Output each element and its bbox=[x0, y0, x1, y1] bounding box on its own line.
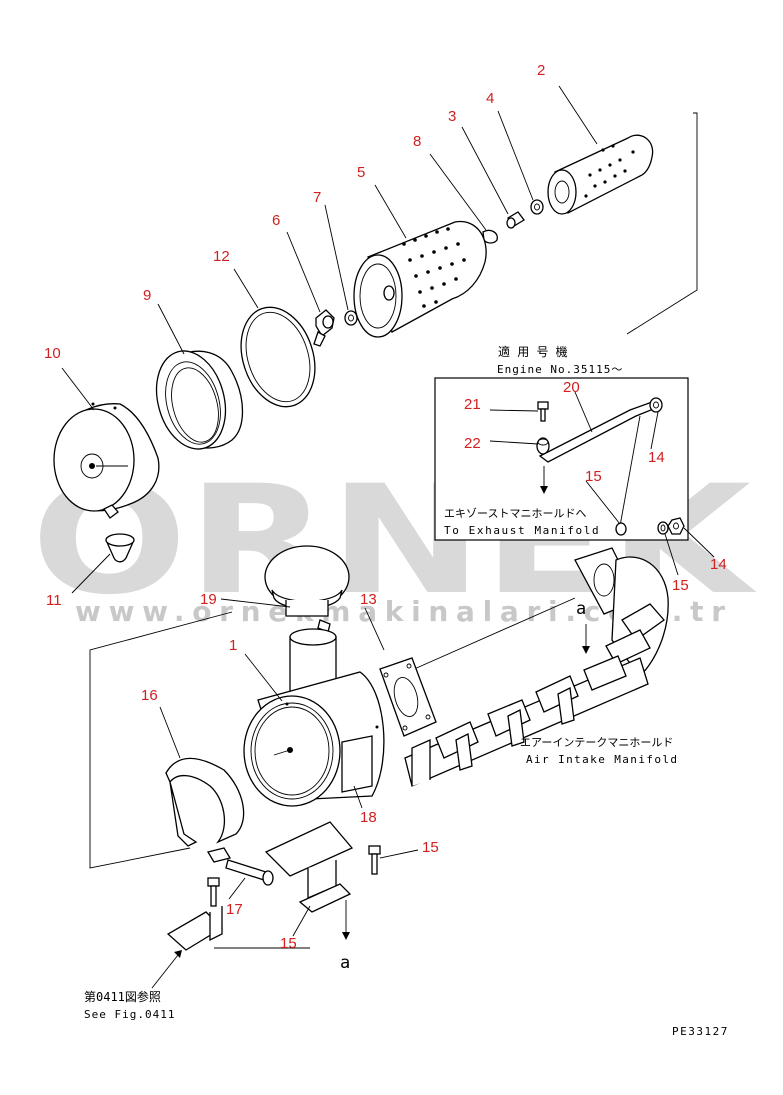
part-7-washer bbox=[344, 310, 358, 326]
figure-code: PE33127 bbox=[672, 1025, 729, 1038]
to-exhaust-manifold-en: To Exhaust Manifold bbox=[444, 524, 600, 537]
see-figure-jp: 第0411図参照 bbox=[84, 989, 161, 1004]
part-14-nut-box bbox=[649, 397, 663, 413]
callout-12: 12 bbox=[213, 248, 230, 265]
callout-6: 6 bbox=[272, 212, 280, 229]
see-figure-en: See Fig.0411 bbox=[84, 1008, 175, 1021]
callout-13: 13 bbox=[360, 591, 377, 608]
callout-21: 19 bbox=[200, 591, 217, 608]
part-18-band bbox=[165, 757, 245, 863]
callout-23: 21 bbox=[464, 396, 481, 413]
engine-number-label: Engine No.35115～ bbox=[497, 363, 623, 376]
labels: 適 用 号 機 Engine No.35115～ エキゾーストマニホールドへ T… bbox=[84, 344, 729, 1038]
callout-17: 15 bbox=[422, 839, 439, 856]
reference-a-top: a bbox=[576, 599, 586, 619]
callout-2: 2 bbox=[537, 62, 545, 79]
part-16-bracket bbox=[264, 821, 354, 940]
callout-14: 14 bbox=[710, 556, 727, 573]
callout-15: 15 bbox=[672, 577, 689, 594]
callout-3: 3 bbox=[448, 108, 456, 125]
leader-lines bbox=[61, 85, 715, 937]
callout-22: 20 bbox=[563, 379, 580, 396]
part-17-bolt bbox=[368, 845, 381, 875]
part-1-body bbox=[243, 628, 385, 807]
part-15-washer bbox=[657, 521, 669, 535]
part-5-outer-element bbox=[353, 220, 487, 338]
callout-9: 9 bbox=[143, 287, 151, 304]
part-6-wing-nut bbox=[313, 309, 335, 347]
air-intake-manifold bbox=[404, 624, 649, 787]
part-19-bolt bbox=[225, 859, 274, 886]
part-4-nut bbox=[530, 199, 544, 215]
part-2-tube bbox=[547, 134, 654, 215]
callouts: 2 4 3 8 5 7 6 12 9 10 11 19 13 1 16 18 1… bbox=[44, 62, 727, 952]
callout-10: 10 bbox=[44, 345, 61, 362]
callout-18: 16 bbox=[141, 687, 158, 704]
air-intake-manifold-en: Air Intake Manifold bbox=[526, 753, 678, 766]
reference-a-bottom: a bbox=[340, 953, 350, 973]
part-23-bolt bbox=[537, 401, 549, 422]
callout-16: 15 bbox=[280, 935, 297, 952]
part-8-clip bbox=[482, 229, 498, 244]
part-10-cap bbox=[53, 402, 160, 519]
callout-24: 22 bbox=[464, 435, 481, 452]
frame-bracket bbox=[151, 877, 224, 989]
assembly-axis-lines bbox=[89, 112, 698, 949]
part-14-nut bbox=[667, 517, 685, 535]
part-9-seal bbox=[155, 350, 244, 450]
air-intake-manifold-jp: エアーインテークマニホールド bbox=[520, 736, 673, 749]
part-21-inlet-cap bbox=[264, 545, 350, 633]
part-3-fitting bbox=[506, 211, 525, 229]
exhaust-manifold bbox=[574, 547, 669, 677]
callout-5: 5 bbox=[357, 164, 365, 181]
part-13-gasket bbox=[379, 657, 437, 737]
callout-1: 1 bbox=[229, 637, 237, 654]
callout-15-box: 15 bbox=[585, 468, 602, 485]
callout-20: 18 bbox=[360, 809, 377, 826]
callout-4: 4 bbox=[486, 90, 494, 107]
part-11-valve bbox=[105, 533, 135, 563]
detail-box bbox=[434, 377, 689, 541]
callout-19: 17 bbox=[226, 901, 243, 918]
callout-11: 11 bbox=[46, 592, 62, 609]
callout-7: 7 bbox=[313, 189, 321, 206]
callout-8: 8 bbox=[413, 133, 421, 150]
to-exhaust-manifold-jp: エキゾーストマニホールドへ bbox=[444, 507, 586, 520]
applicable-models-jp: 適 用 号 機 bbox=[498, 344, 568, 359]
part-12-ring bbox=[240, 306, 316, 408]
callout-14-box: 14 bbox=[648, 449, 665, 466]
